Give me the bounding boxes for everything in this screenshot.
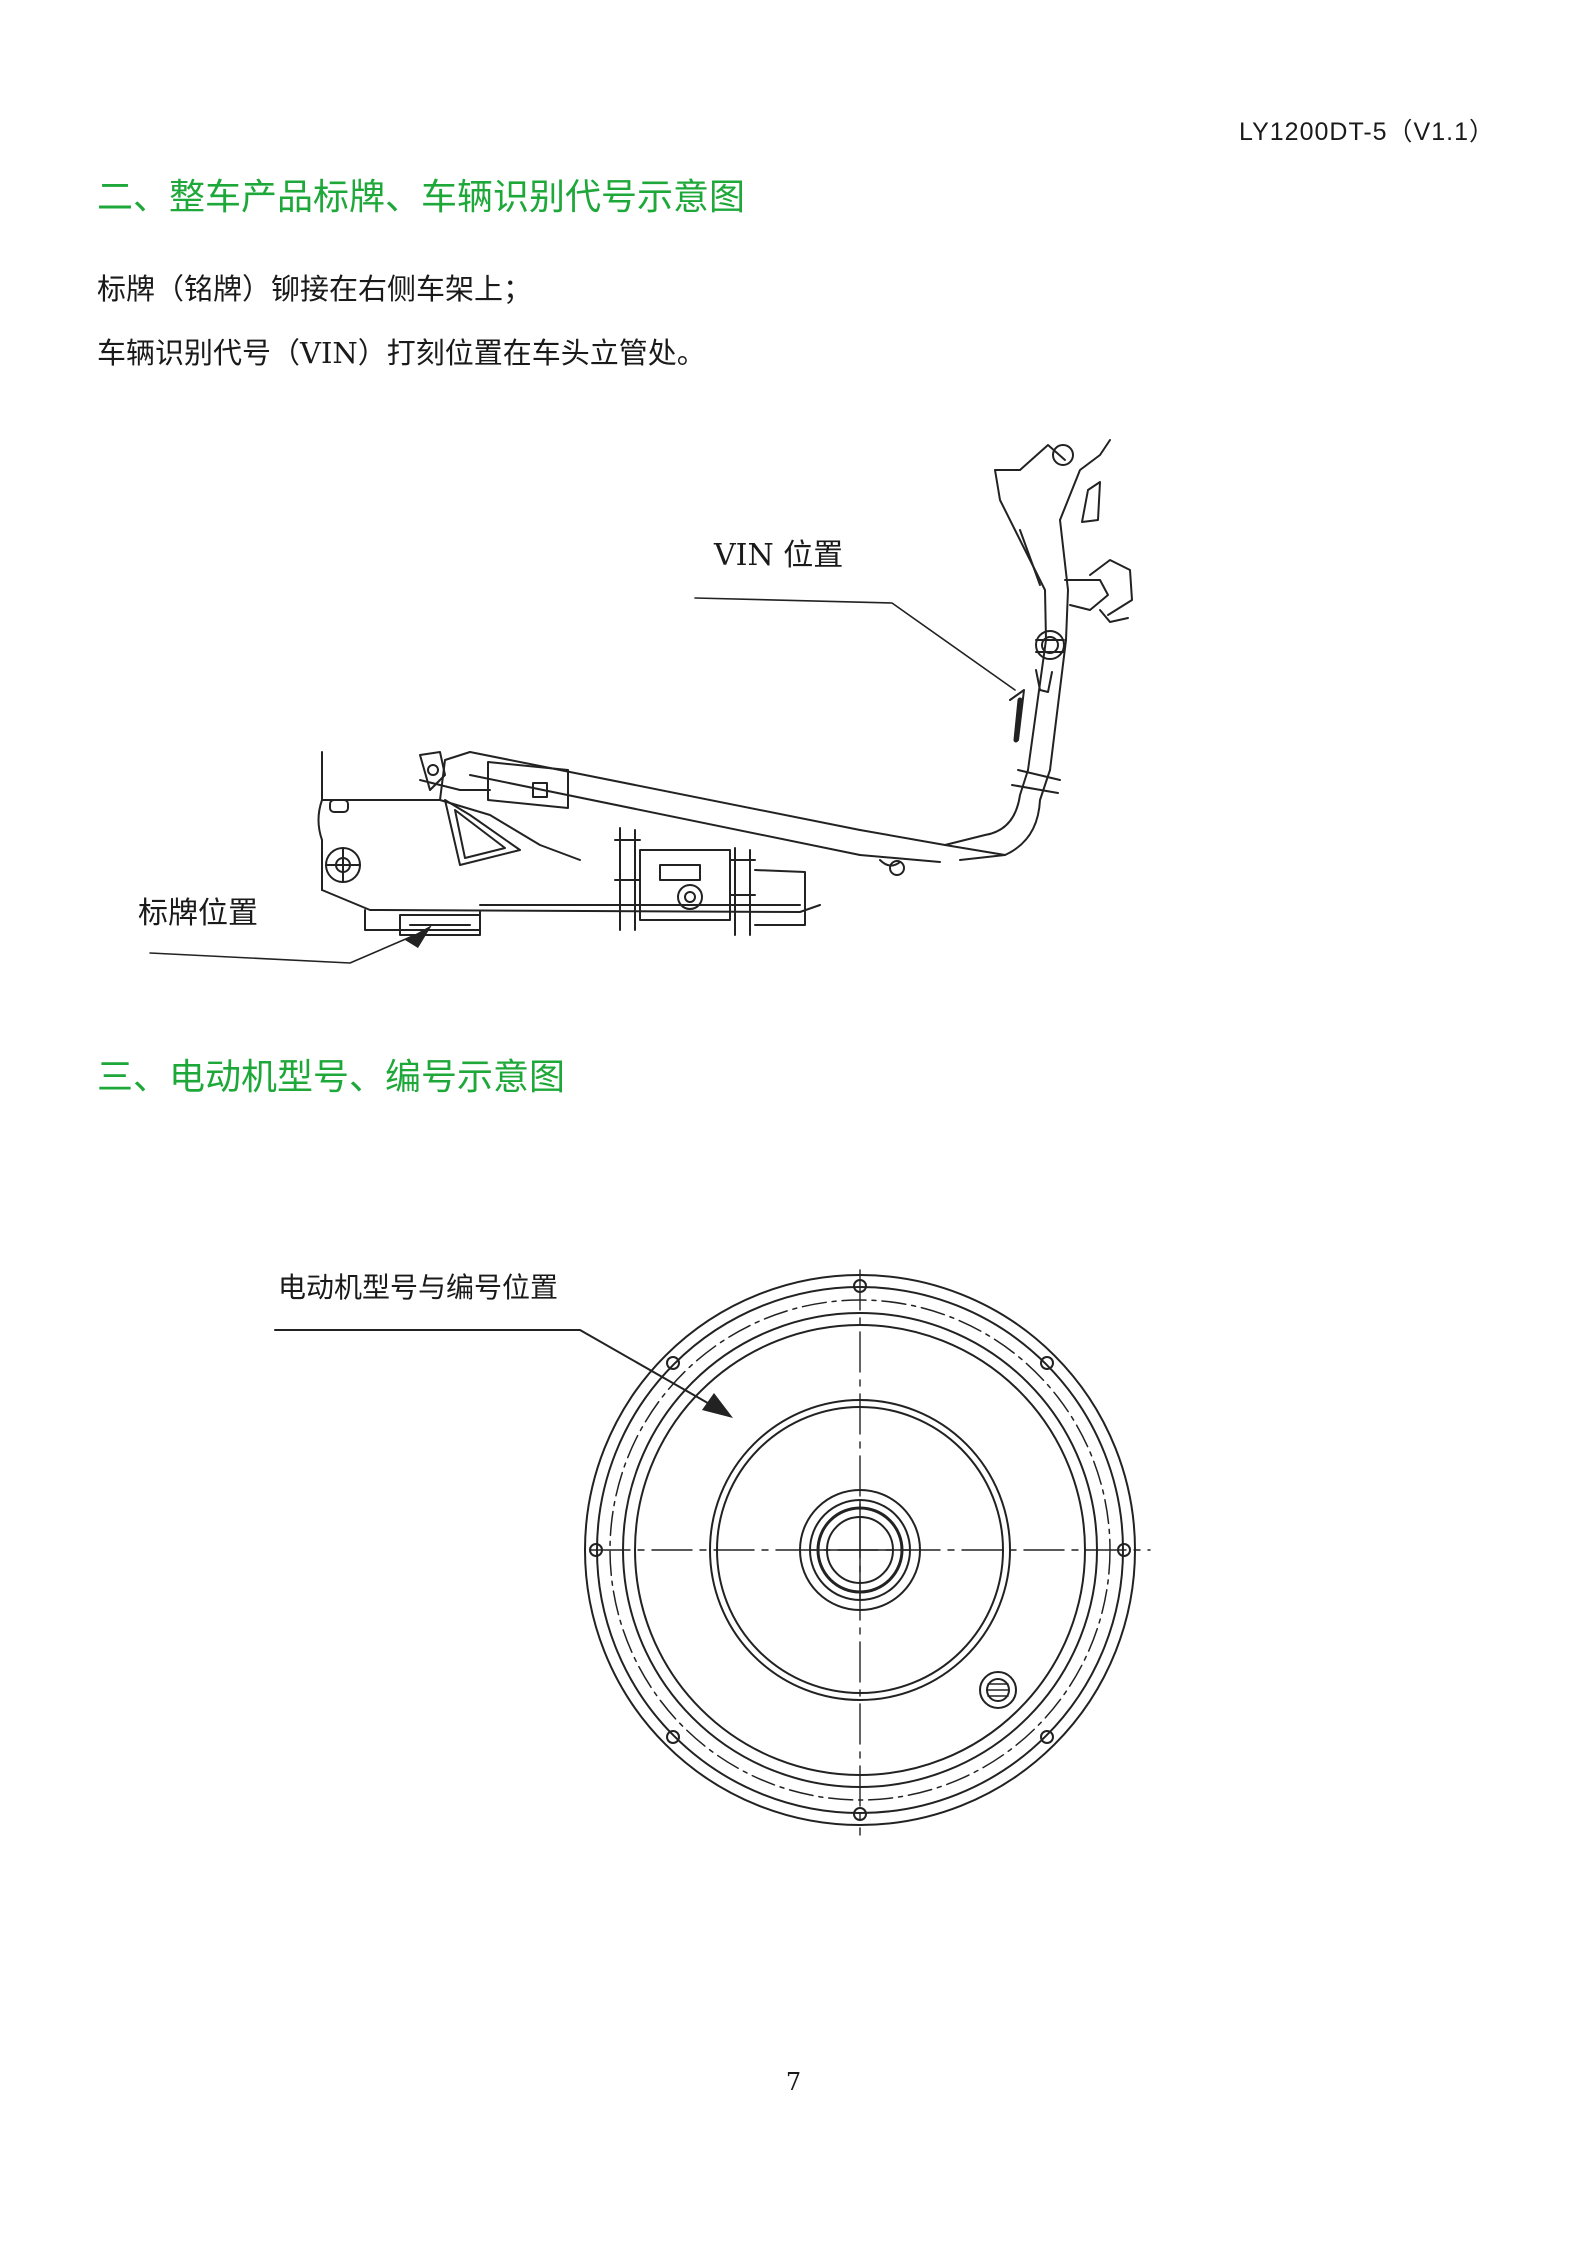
motor-number-position-label: 电动机型号与编号位置	[278, 1271, 559, 1304]
motor-leader-line	[274, 1329, 721, 1411]
nameplate-location-text: 标牌（铭牌）铆接在右侧车架上；	[97, 272, 533, 306]
nameplate-leader-line	[149, 934, 416, 964]
motor-arrow-head	[702, 1393, 733, 1418]
section-title-nameplate-vin: 二、整车产品标牌、车辆识别代号示意图	[97, 177, 746, 218]
vehicle-frame-drawing	[317, 439, 1133, 936]
nameplate-position-label: 标牌位置	[138, 896, 258, 931]
section-title-motor-number: 三、电动机型号、编号示意图	[97, 1057, 566, 1098]
motor-hub-drawing	[584, 1269, 1151, 1836]
vin-leader-line	[694, 597, 1016, 691]
vin-location-text: 车辆识别代号（VIN）打刻位置在车头立管处。	[97, 336, 706, 370]
document-code: LY1200DT-5（V1.1）	[1239, 118, 1495, 146]
vin-position-label: VIN 位置	[714, 538, 844, 573]
nameplate-arrow-head	[405, 925, 432, 948]
page-number: 7	[785, 2068, 802, 2096]
